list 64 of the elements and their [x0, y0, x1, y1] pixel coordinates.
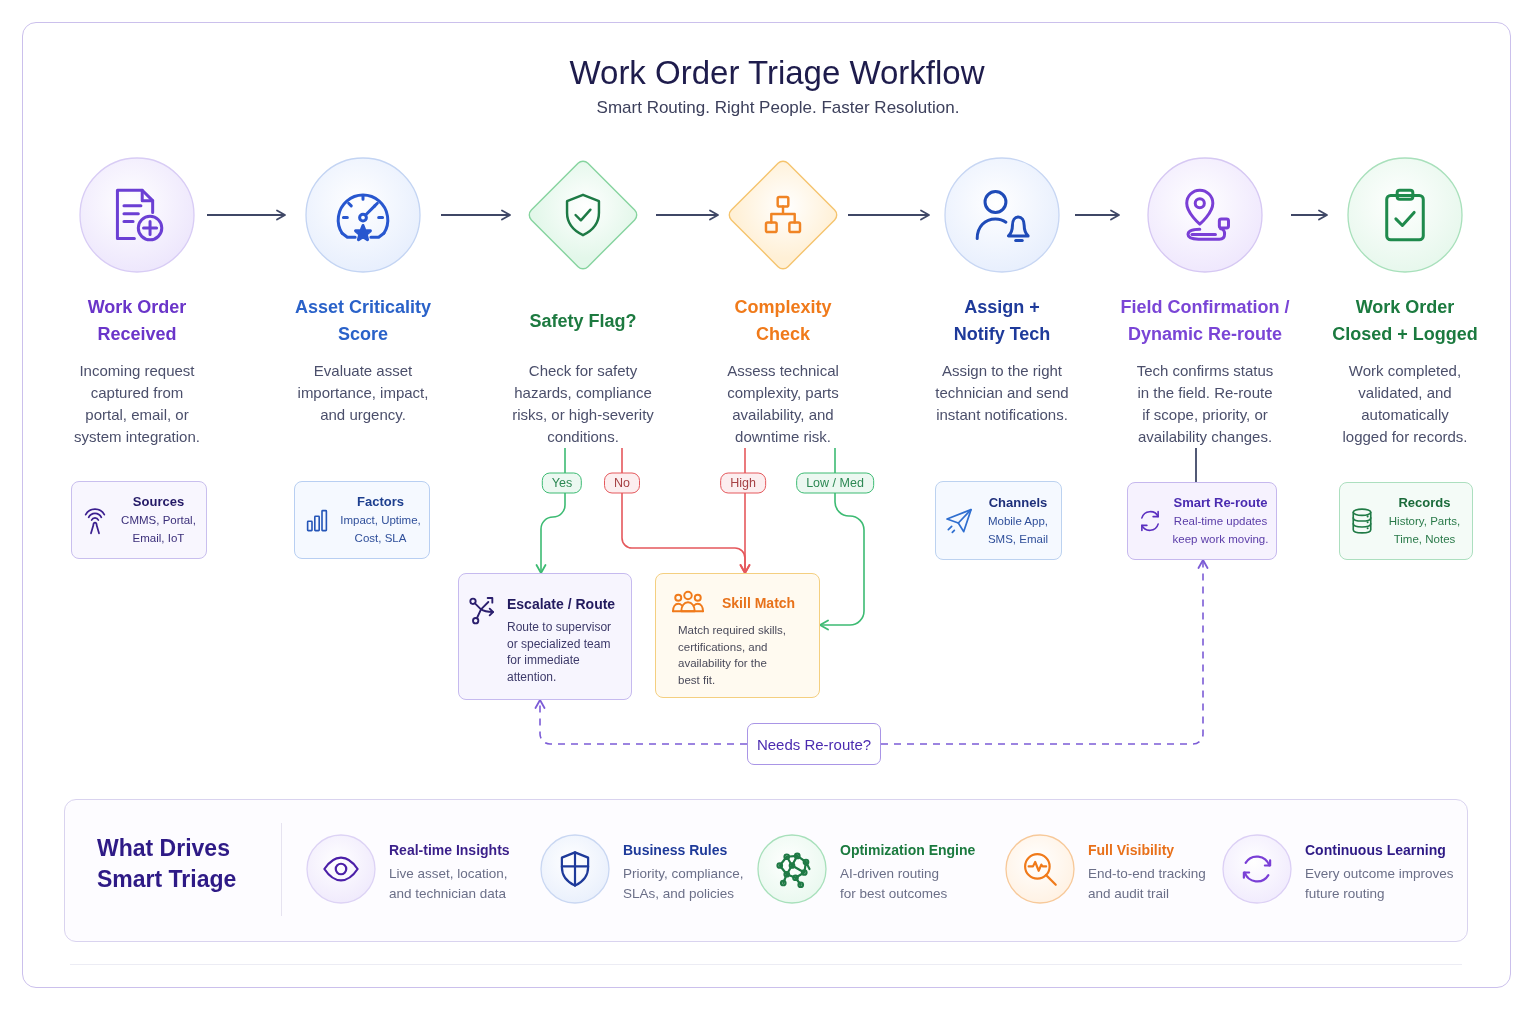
- step-description: Evaluate asset importance, impact, and urgency.: [296, 361, 430, 425]
- step-description: Work completed, validated, and automatically logged for records.: [1341, 361, 1469, 447]
- arrow: [440, 209, 511, 221]
- card-text: Route to supervisor or specialized team for immediate attention.: [507, 619, 613, 685]
- card-heading: Records: [1397, 494, 1452, 512]
- edge-label: High: [720, 472, 766, 494]
- feature-text: Every outcome improves future routing: [1305, 865, 1455, 903]
- step-description: Tech confirms status in the field. Re-route if scope, priority, or availability changes.: [1135, 361, 1275, 447]
- arrow: [655, 209, 719, 221]
- card-text: Mobile App, SMS, Email: [986, 513, 1050, 547]
- connector-line: [1195, 447, 1197, 483]
- info-card: [935, 481, 1062, 560]
- info-card: [1339, 482, 1473, 560]
- decision-box: Needs Re-route?: [747, 723, 881, 765]
- feature-text: End-to-end tracking and audit trail: [1088, 865, 1207, 903]
- arrow: [1074, 209, 1120, 221]
- info-card: [71, 481, 207, 559]
- step-title: Work Order Received: [86, 296, 188, 346]
- step-title: Assign + Notify Tech: [952, 296, 1052, 346]
- outcome-card: [458, 573, 632, 700]
- card-text: CMMS, Portal, Email, IoT: [120, 513, 197, 546]
- feature-title: Continuous Learning: [1305, 841, 1447, 860]
- arrow: [819, 447, 865, 631]
- step-description: Assign to the right technician and send instant notifications.: [934, 361, 1070, 425]
- edge-label: No: [604, 472, 640, 494]
- dashed-arrow: [880, 559, 1209, 745]
- edge-label: Low / Med: [796, 472, 874, 494]
- card-text: Match required skills, certifications, and availability for the best fit.: [678, 623, 787, 688]
- diagram-title: Work Order Triage Workflow: [569, 53, 985, 93]
- card-heading: Skill Match: [722, 594, 796, 613]
- card-heading: Channels: [987, 493, 1049, 512]
- panel-title: What Drives Smart Triage: [97, 834, 238, 894]
- card-text: Real-time updates keep work moving.: [1171, 514, 1270, 547]
- step-title: Safety Flag?: [528, 309, 638, 333]
- info-card: [294, 481, 430, 559]
- edge-label: Yes: [541, 472, 583, 494]
- outcome-card: [655, 573, 820, 698]
- info-card: [1127, 482, 1277, 560]
- feature-title: Optimization Engine: [840, 841, 976, 860]
- step-description: Incoming request captured from portal, email, or system integration.: [73, 361, 201, 447]
- card-text: History, Parts, Time, Notes: [1387, 514, 1462, 547]
- feature-text: Priority, compliance, SLAs, and policies: [623, 865, 745, 903]
- step-description: Check for safety hazards, compliance risks, or high-severity conditions.: [511, 361, 655, 447]
- card-heading: Escalate / Route: [507, 595, 617, 614]
- step-title: Field Confirmation / Dynamic Re-route: [1119, 296, 1291, 346]
- step-title: Asset Criticality Score: [293, 296, 433, 346]
- step-title: Complexity Check: [733, 296, 833, 346]
- diagram-subtitle: Smart Routing. Right People. Faster Resolution.: [596, 97, 960, 119]
- step-description: Assess technical complexity, parts availability, and downtime risk.: [726, 361, 840, 447]
- card-heading: Factors: [356, 493, 405, 511]
- step-title: Work Order Closed + Logged: [1331, 296, 1479, 346]
- card-heading: Smart Re-route: [1172, 494, 1269, 512]
- arrow: [847, 209, 930, 221]
- card-heading: Sources: [131, 493, 186, 511]
- card-text: Impact, Uptime, Cost, SLA: [339, 513, 422, 546]
- feature-text: Live asset, location, and technician data: [389, 865, 509, 903]
- info-panel: [64, 799, 1468, 942]
- feature-title: Business Rules: [623, 841, 729, 860]
- arrow: [1290, 209, 1328, 221]
- feature-title: Full Visibility: [1088, 841, 1176, 860]
- arrow: [206, 209, 286, 221]
- dashed-arrow: [534, 699, 748, 745]
- feature-text: AI-driven routing for best outcomes: [840, 865, 949, 903]
- feature-title: Real-time Insights: [389, 841, 511, 860]
